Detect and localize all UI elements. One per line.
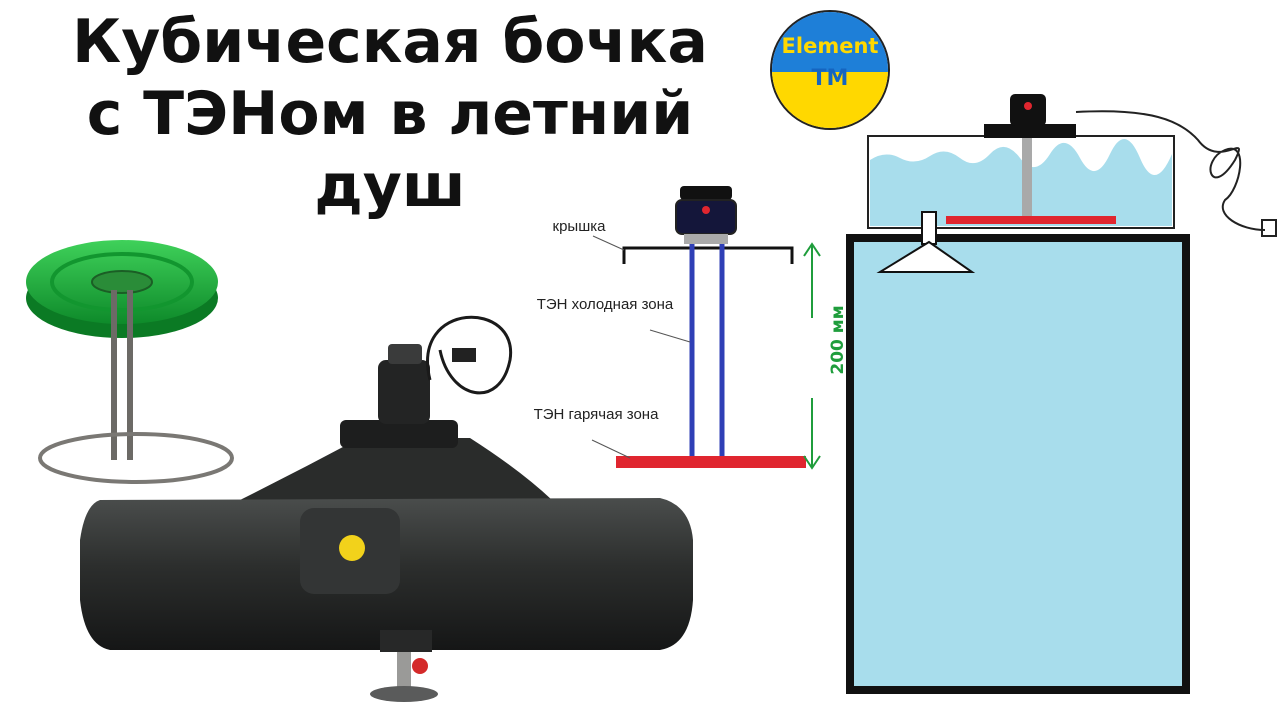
yellow-valve-cap [339,535,365,561]
tap-stem [397,652,411,692]
black-barrel-photo [80,315,693,702]
power-cord [426,315,513,395]
thermostat-top [680,186,732,200]
socket [1261,219,1277,237]
heater-housing [378,360,430,424]
title-line-2: с ТЭНом в летний [86,79,694,149]
tank-inlet-pipe [921,211,937,245]
plug [452,348,476,362]
element-tm-logo: Element TM [770,10,890,130]
label-cold-zone: ТЭН холодная зона [536,296,674,313]
label-lid: крышка [552,218,606,235]
heater-schematic [591,186,821,470]
heater-rods [111,290,133,460]
logo-text-element: Element [781,34,879,58]
label-hot-zone: ТЭН гарячая зона [533,406,659,423]
thermostat-body [675,199,737,235]
top-hot-element [946,216,1116,224]
dimension-arrow-down [803,455,821,470]
tap-red-handle [412,658,428,674]
funnel [876,240,976,273]
green-lid-heater-photo [26,240,234,484]
top-heater-rod [1022,138,1032,218]
lid-line [622,246,794,264]
page-title: Кубическая бочка с ТЭНом в летний душ [20,6,760,222]
title-line-1: Кубическая бочка [72,7,708,77]
barrel-neck-cap [340,420,458,448]
dimension-arrow-up [803,242,821,257]
shower-tank-body [846,234,1190,694]
heater-ring [38,432,234,484]
hot-element-bar [616,456,806,468]
logo-text-tm: TM [811,66,849,91]
top-tank-water [870,138,1172,226]
title-line-3: душ [314,151,466,221]
label-dimension: 200 мм [828,305,848,375]
tap-base [370,686,438,702]
power-cable [1075,110,1266,231]
shower-tank-schematic [846,94,1277,694]
thermostat-indicator [702,206,710,214]
